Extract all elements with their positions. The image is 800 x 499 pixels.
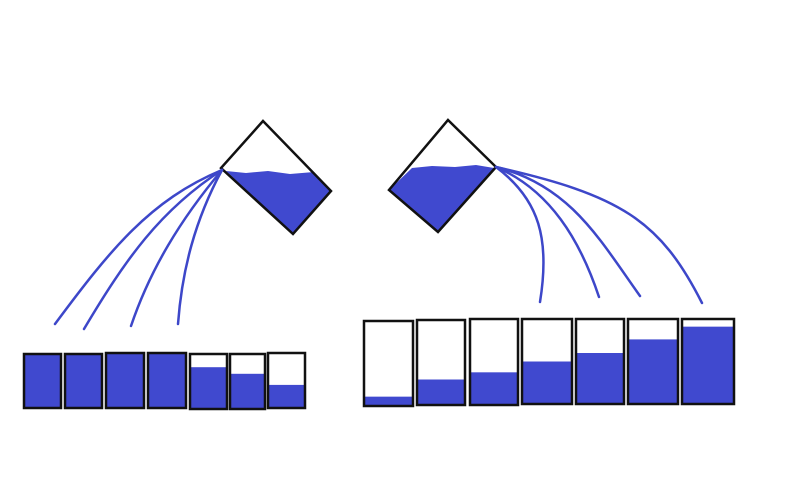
right-container-5-water [576, 353, 624, 404]
left-streams [55, 170, 222, 329]
left-container-7-water [268, 385, 305, 408]
left-source-vessel [221, 121, 331, 234]
left-container-4-water [148, 353, 186, 408]
left-container-7 [268, 353, 305, 408]
right-container-1 [364, 321, 413, 406]
left-container-1 [24, 354, 61, 408]
left-container-4 [148, 353, 186, 408]
left-container-row [24, 353, 305, 409]
right-container-5 [576, 319, 624, 404]
right-container-1-outline [364, 321, 413, 406]
right-container-row [364, 319, 734, 406]
left-container-6 [230, 354, 265, 409]
right-container-3 [470, 319, 518, 405]
right-vessel-water [389, 165, 494, 232]
right-container-2 [417, 320, 465, 405]
right-container-4 [522, 319, 572, 404]
left-container-5-water [190, 367, 227, 409]
right-container-6-water [628, 339, 678, 404]
right-container-6 [628, 319, 678, 404]
right-container-2-water [417, 380, 465, 406]
right-container-1-water [364, 397, 413, 406]
left-container-2-water [65, 354, 102, 408]
right-container-7-water [682, 327, 734, 404]
left-container-3 [106, 353, 144, 408]
left-stream-2 [84, 170, 222, 329]
left-vessel-water [226, 171, 331, 234]
right-container-4-water [522, 362, 572, 405]
right-container-7 [682, 319, 734, 404]
right-container-3-water [470, 372, 518, 405]
left-stream-4 [178, 170, 222, 324]
left-container-5 [190, 354, 227, 409]
right-stream-4 [496, 167, 702, 303]
left-container-1-water [24, 354, 61, 408]
right-stream-2 [496, 167, 599, 297]
right-source-vessel [389, 120, 496, 232]
left-container-6-water [230, 374, 265, 409]
left-container-2 [65, 354, 102, 408]
right-stream-1 [496, 167, 544, 302]
left-container-3-water [106, 353, 144, 408]
right-streams [496, 167, 702, 303]
